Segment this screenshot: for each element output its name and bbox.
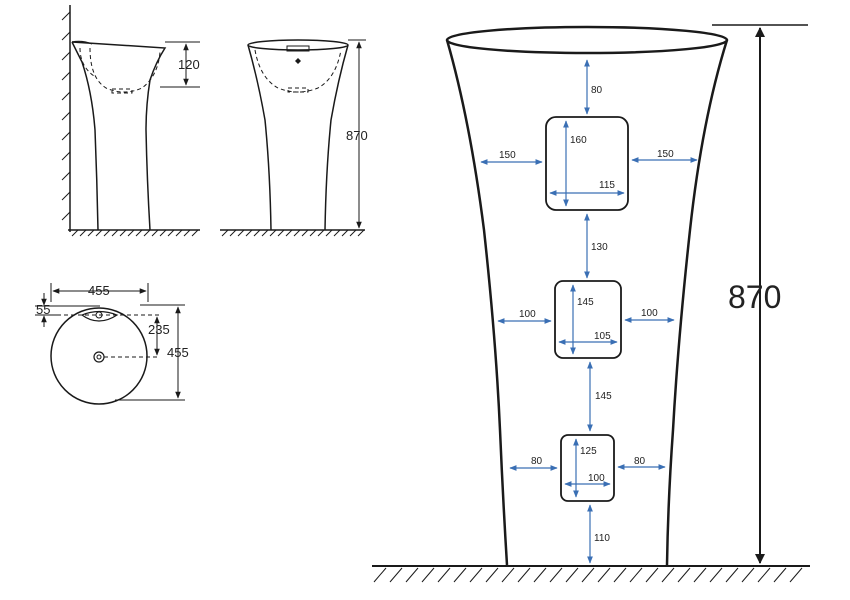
dim-455-depth-label: 455 [167,345,189,360]
dim-870-large-label: 870 [728,279,781,315]
dim-235-label: 235 [148,322,170,337]
main-basin-outline [445,39,729,566]
panel-medium-right-label: 100 [641,308,658,319]
side-bowl-hidden [89,47,161,93]
front-view: 870 [220,39,368,237]
floor-hatch [71,229,199,237]
panel-medium-left-label: 100 [519,309,536,320]
panel-small-right-label: 80 [634,456,646,467]
panel-medium [554,280,622,359]
front-basin-outline [247,44,349,231]
panel-large [545,116,629,211]
side-view: 120 [61,5,200,237]
main-view: 870 80 150 150 160 115 130 100 100 145 1… [372,24,810,583]
dim-120-label: 120 [178,57,200,72]
panel-small-height-label: 125 [580,446,597,457]
dim-455-width-label: 455 [88,283,110,298]
panel-large-left-label: 150 [499,150,516,161]
tap-hole [80,310,119,322]
top-view: 455 55 235 455 [35,283,189,405]
panel-small [560,434,615,502]
drain-inner [96,354,102,360]
panel-medium-width-label: 105 [594,331,611,342]
panel-medium-height-label: 145 [577,297,594,308]
front-floor-hatch [221,229,365,237]
panel-small-left-label: 80 [531,456,543,467]
dim-bottom-gap-label: 110 [594,533,610,544]
dim-55-label: 55 [36,302,50,317]
dim-gap-1-label: 130 [591,242,608,253]
wall-hatch [61,11,71,221]
main-floor-hatch [373,567,803,583]
panel-large-width-label: 115 [599,180,615,191]
top-circle [50,307,148,405]
main-rim [445,25,729,55]
dim-870-small-label: 870 [346,128,368,143]
front-bowl-hidden [254,49,342,93]
panel-large-right-label: 150 [657,149,674,160]
panel-small-width-label: 100 [588,473,605,484]
drain-outer [93,351,105,363]
dim-gap-2-label: 145 [595,391,612,402]
side-basin-outline [71,41,167,231]
dim-top-gap-label: 80 [591,85,603,96]
panel-large-height-label: 160 [570,135,587,146]
front-rim [247,39,349,51]
